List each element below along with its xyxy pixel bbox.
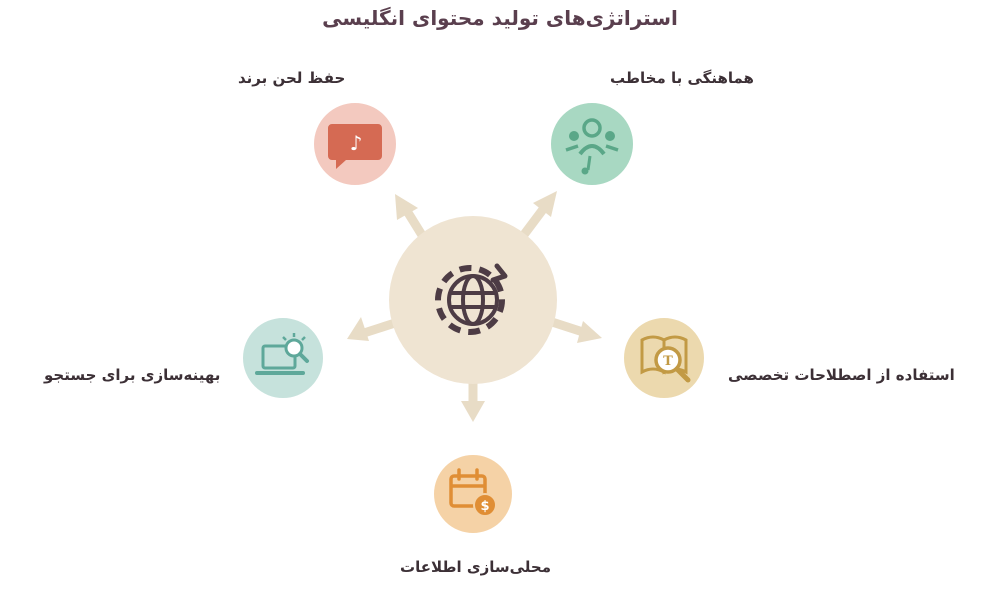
arrow-to-terms [550,317,602,343]
audience-label: هماهنگی با مخاطب [610,69,754,87]
node-audience [547,99,637,189]
svg-text:T: T [663,354,673,369]
laptop-search-icon [255,333,309,375]
seo-label: بهینه‌سازی برای جستجو [44,366,221,384]
central-hub [389,216,557,384]
svg-text:♪: ♪ [350,131,363,155]
node-brand: ♪ [310,99,400,189]
node-terms: T [620,314,708,402]
speech-bubble-icon: ♪ [328,124,382,169]
diagram-title: استراتژی‌های تولید محتوای انگلیسی [322,6,678,30]
people-interaction-icon [565,118,619,175]
terms-label: استفاده از اصطلاحات تخصصی [728,366,955,384]
local-label: محلی‌سازی اطلاعات [400,558,551,576]
arrow-to-seo [347,317,397,341]
brand-label: حفظ لحن برند [238,69,346,87]
book-magnifier-icon: T [640,335,691,383]
node-seo [239,314,327,402]
arrow-to-audience [516,191,557,243]
svg-text:$: $ [480,499,489,514]
globe-refresh-icon [435,263,508,335]
arrow-to-brand [395,194,429,243]
node-local: $ [430,451,516,537]
calendar-dollar-icon: $ [449,468,497,517]
